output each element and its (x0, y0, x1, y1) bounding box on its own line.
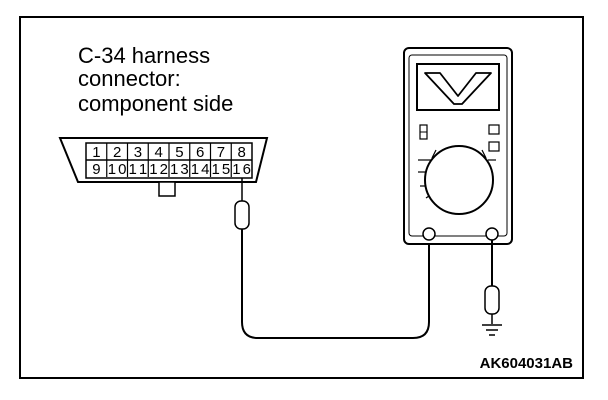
multimeter (403, 47, 513, 245)
figure-code: AK604031AB (480, 355, 574, 372)
ground-lead (482, 240, 502, 336)
pin-label-4: 4 (154, 144, 162, 161)
pin-label-5: 5 (175, 144, 183, 161)
pin-label-8: 8 (237, 144, 245, 161)
terminal-com-icon (422, 227, 436, 241)
probe-pin16 (234, 178, 250, 230)
pin-label-9: 9 (92, 161, 100, 178)
title-line-1: C-34 harness (78, 43, 210, 68)
ground-symbol-icon (482, 324, 502, 336)
test-lead-wire (241, 229, 430, 339)
pin-label-2: 2 (113, 144, 121, 161)
title-line-2: connector: (78, 66, 181, 91)
ground-probe-icon (484, 285, 500, 315)
voltage-v-icon (424, 72, 492, 105)
pin-label-3: 3 (134, 144, 142, 161)
meter-button-right-top (488, 124, 500, 135)
pin-label-1: 1 (92, 144, 100, 161)
meter-button-right-bottom (488, 141, 500, 152)
rotary-selector-dial (424, 145, 494, 215)
pin-label-7: 7 (217, 144, 225, 161)
terminal-v-icon (485, 227, 499, 241)
diagram-frame (19, 16, 584, 379)
meter-face (408, 54, 508, 237)
connector-latch (158, 181, 176, 197)
title-line-3: component side (78, 91, 233, 116)
pin-label-6: 6 (196, 144, 204, 161)
probe-tip-icon (234, 200, 250, 230)
